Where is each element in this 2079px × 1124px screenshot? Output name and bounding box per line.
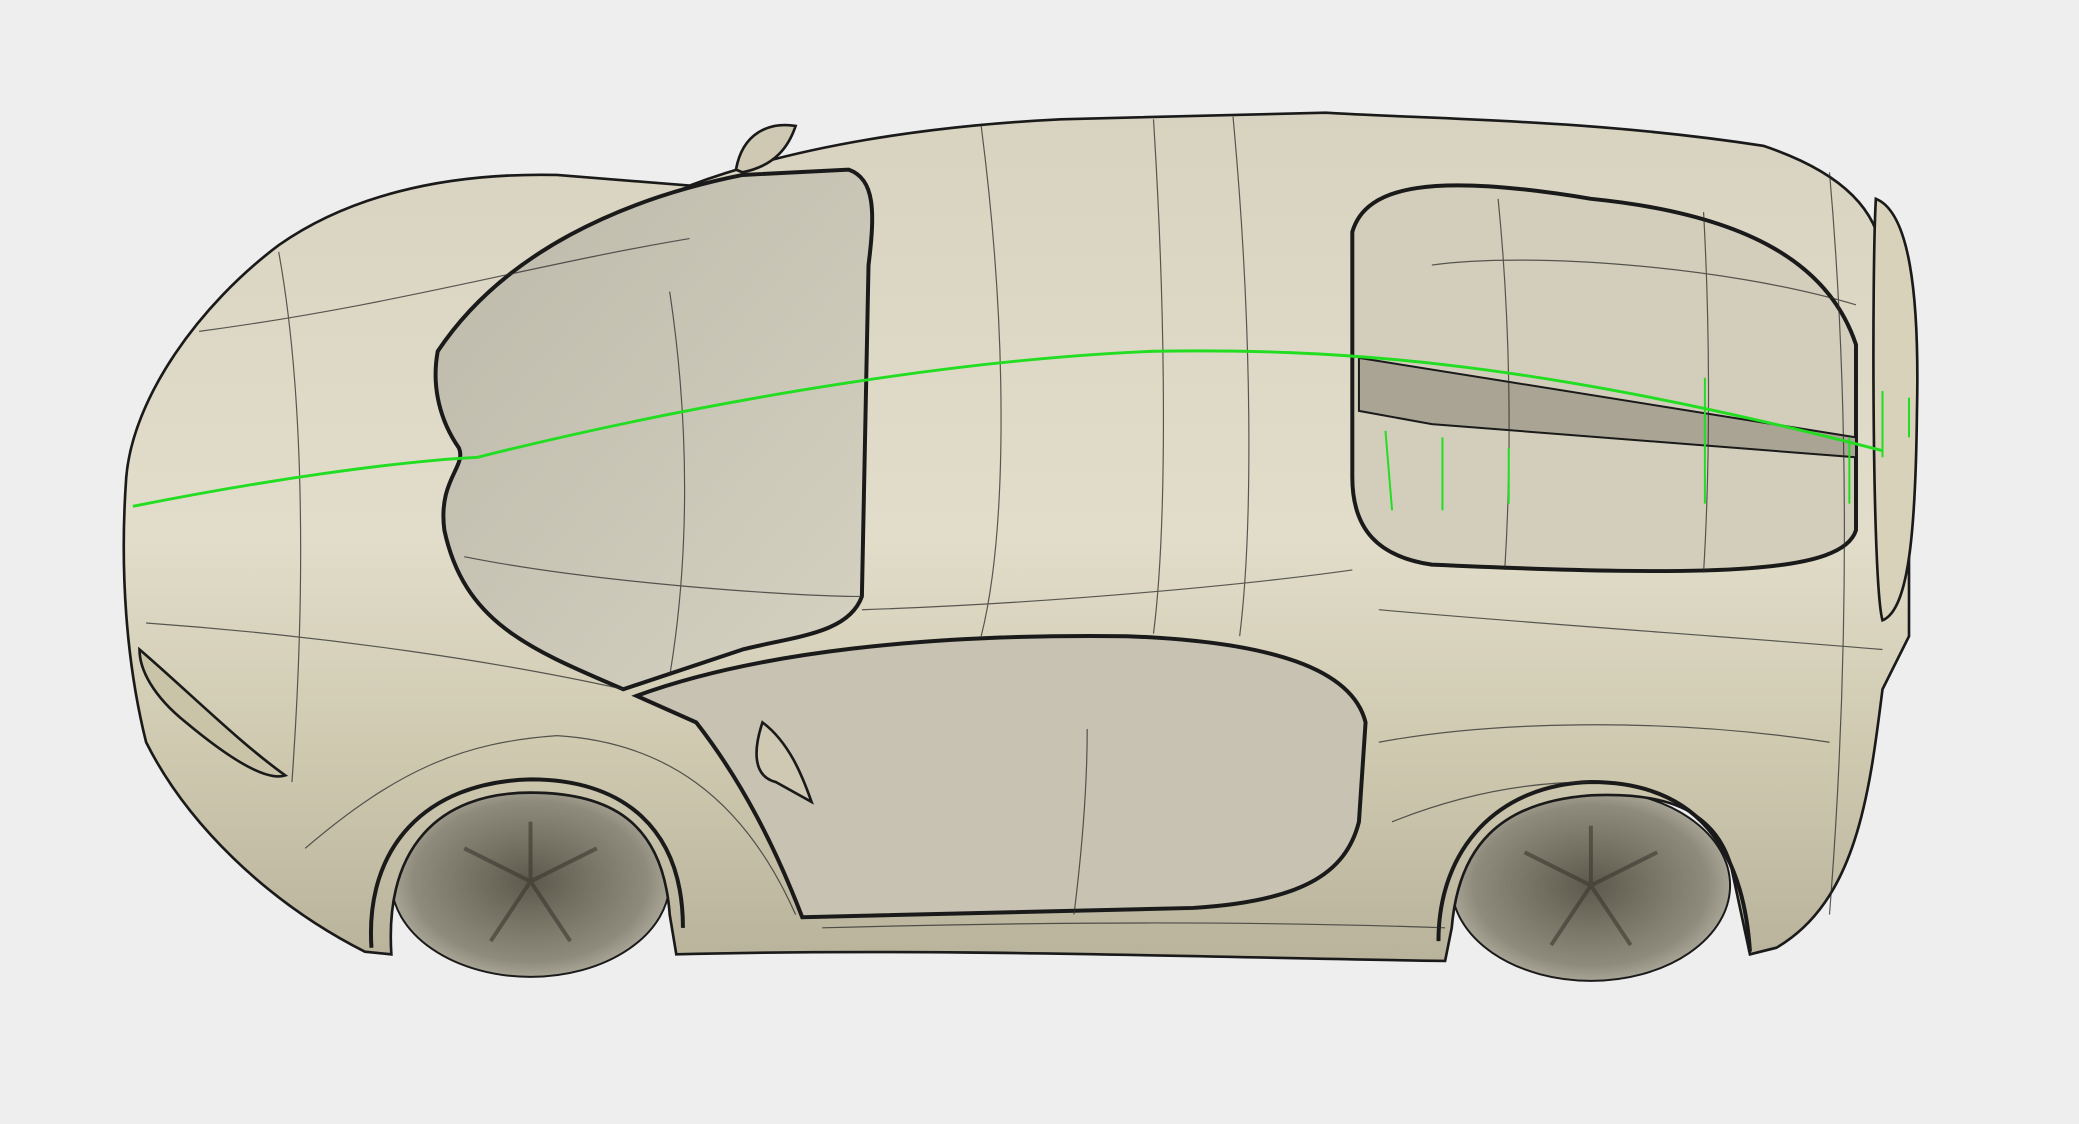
front-wheel-arch	[368, 777, 685, 948]
selected-curve-highlight[interactable]	[132, 349, 1883, 508]
left-mirror[interactable]	[734, 123, 798, 174]
front-wheel-spokes-icon	[463, 821, 598, 943]
front-headlight	[138, 646, 289, 778]
selected-edges-highlight	[1384, 377, 1911, 511]
right-mirror[interactable]	[755, 720, 814, 805]
rear-wheel[interactable]	[1450, 788, 1732, 982]
surface-isocurves	[146, 116, 1883, 929]
rear-wing[interactable]	[1872, 196, 1919, 623]
side-window[interactable]	[631, 634, 1368, 920]
rear-wheel-spokes-icon	[1523, 825, 1659, 947]
rear-wheel-arch	[1436, 780, 1752, 952]
